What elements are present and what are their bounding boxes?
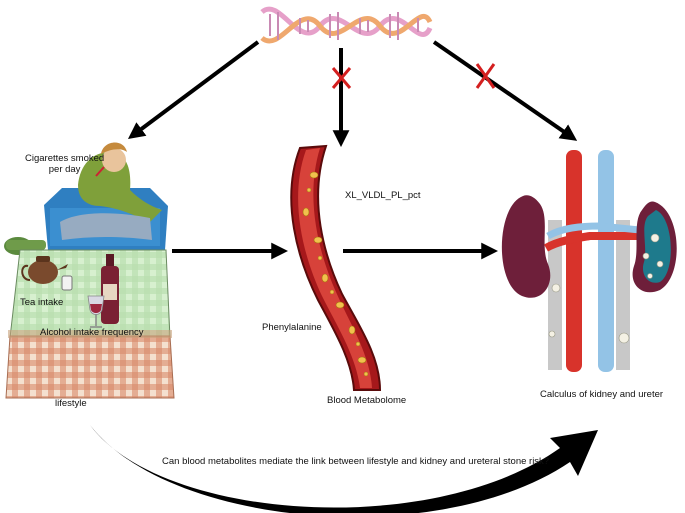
wine-bottle-icon [87,254,119,328]
table-icon [5,249,175,399]
smoking-man-icon [4,142,168,255]
arrow-dna-to-kidney [432,40,578,141]
arrow-dna-to-lifestyle [127,40,260,140]
label-phenylalanine: Phenylalanine [262,322,322,333]
dna-helix-icon [260,6,433,44]
tea-pot-icon [21,256,73,291]
kidney-ureter-icon [501,150,677,372]
question-text: Can blood metabolites mediate the link b… [162,456,550,467]
label-lifestyle: lifestyle [55,398,87,409]
label-cigarettes: Cigarettes smoked per day [25,153,105,175]
curved-arrow-icon [90,425,598,513]
label-xl-vldl: XL_VLDL_PL_pct [345,190,421,201]
blood-vessel-icon [290,144,382,391]
cross-icon-metabolome [331,67,352,89]
label-alcohol: Alcohol intake frequency [40,327,144,338]
label-calculus: Calculus of kidney and ureter [540,389,664,400]
label-tea-intake: Tea intake [20,297,64,308]
cross-icon-kidney [475,63,496,89]
label-blood-metabolome: Blood Metabolome [327,395,407,406]
